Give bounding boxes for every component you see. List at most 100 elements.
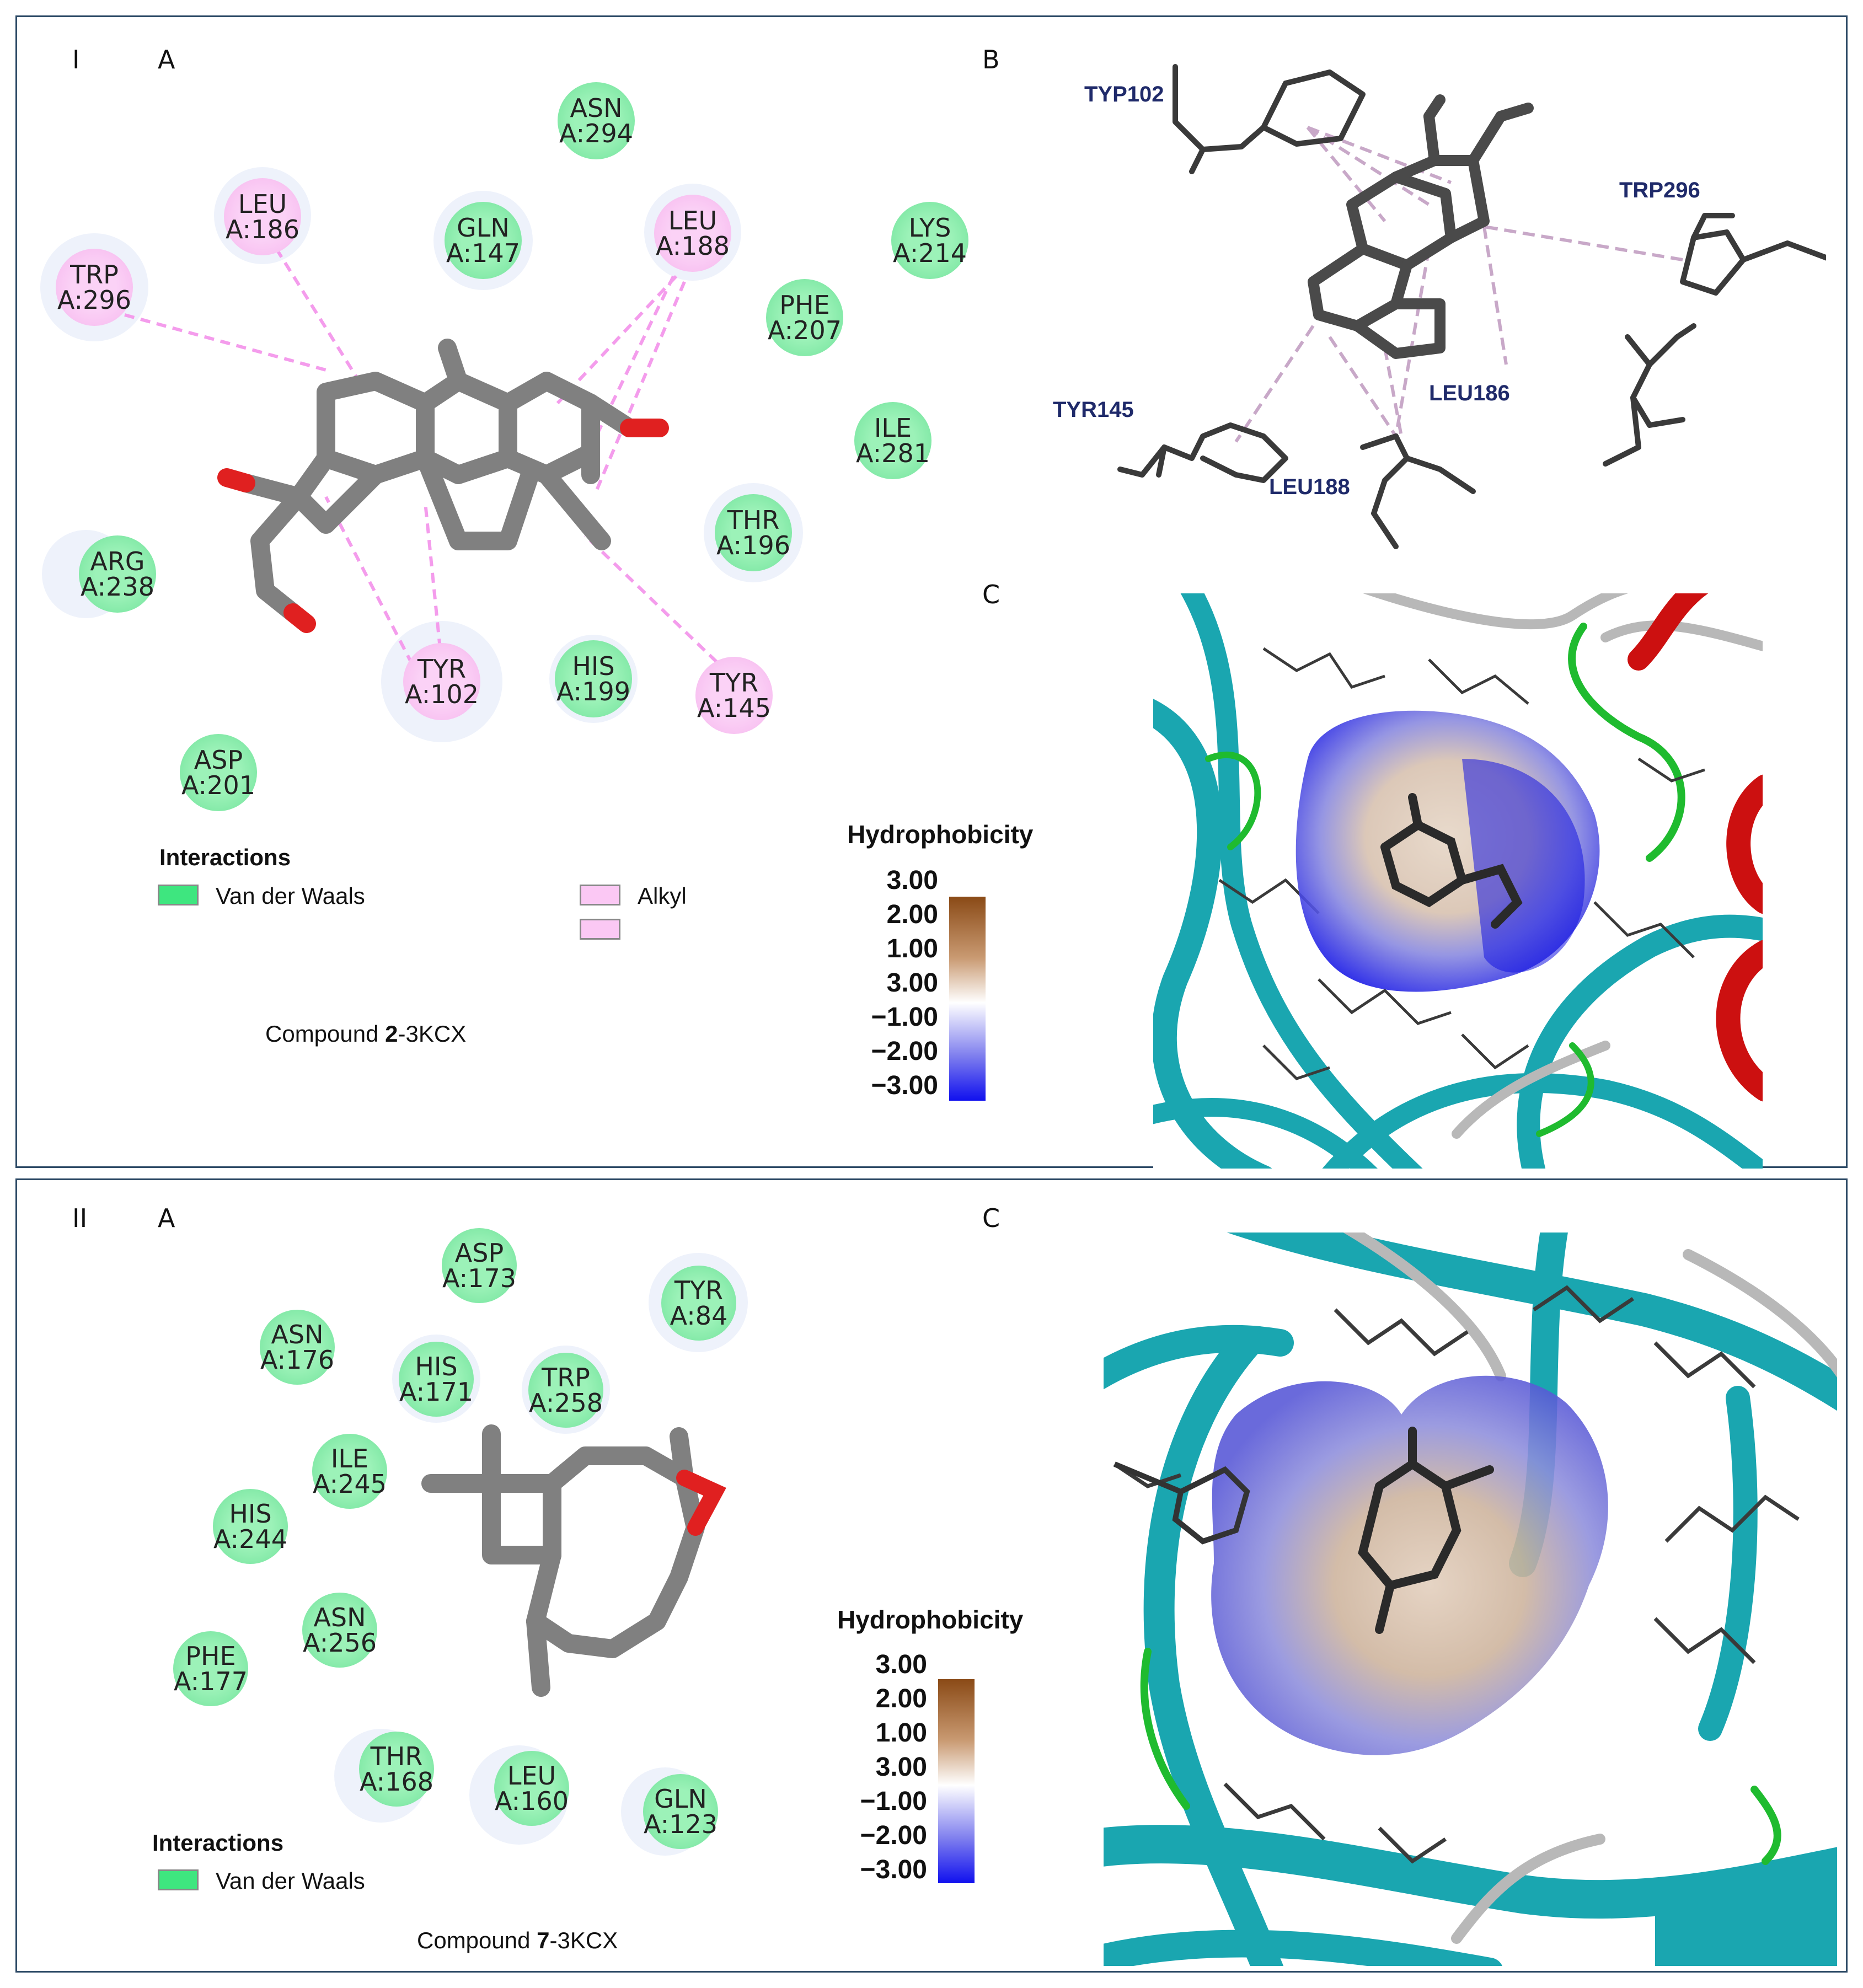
residue-name: PHE (185, 1641, 236, 1671)
residue-leu-188: LEU A:188 (654, 195, 731, 272)
residue-asp-201: ASP A:201 (180, 734, 257, 811)
residue-id: A:171 (399, 1377, 473, 1407)
legend-vdw-swatch (158, 1869, 199, 1890)
residue-leu-186: LEU A:186 (224, 178, 301, 255)
residue-ile-245: ILE A:245 (312, 1434, 387, 1509)
residue-id: A:188 (656, 231, 730, 261)
panel-II-C-letter: C (982, 1203, 1000, 1233)
residue-name: ILE (330, 1444, 369, 1473)
residue-ile-281: ILE A:281 (854, 402, 932, 479)
legend-title: Interactions (159, 844, 291, 870)
residue-gln-147: GLN A:147 (445, 202, 522, 279)
residue-name: LEU (238, 189, 287, 219)
residue-id: A:176 (260, 1345, 334, 1375)
residue-tyr-145: TYR A:145 (695, 657, 773, 734)
panel-II-A-letter: A (158, 1203, 175, 1233)
residue-id: A:160 (495, 1786, 569, 1816)
residue-name: LYS (908, 213, 951, 243)
residue-id: A:214 (893, 238, 967, 268)
residue-lys-214: LYS A:214 (891, 202, 968, 279)
residue-name: LEU (668, 206, 718, 235)
residue-trp-258: TRP A:258 (528, 1353, 603, 1428)
residue-id: A:244 (213, 1524, 287, 1554)
legend-alkyl-label: Alkyl (638, 883, 687, 909)
residue-phe-207: PHE A:207 (766, 279, 843, 356)
panel-I-C-protein-render (1153, 593, 1763, 1169)
label-leu186: LEU186 (1429, 381, 1510, 405)
residue-asn-176: ASN A:176 (260, 1310, 335, 1385)
residue-name: ASP (194, 745, 243, 775)
residue-name: ILE (874, 413, 912, 443)
residue-name: THR (727, 505, 780, 535)
hydrophobicity-ticks: 3.00 2.00 1.00 3.00 −1.00 −2.00 −3.00 (860, 1650, 927, 1884)
panel-I: I A B C (15, 15, 1848, 1169)
residue-thr-168: THR A:168 (359, 1732, 434, 1807)
panel-II-roman: II (72, 1203, 88, 1233)
legend-alkyl-swatch (580, 885, 620, 905)
legend-vdw-swatch (158, 885, 199, 905)
residue-id: A:196 (716, 531, 790, 560)
residue-tyr-84: TYR A:84 (661, 1266, 736, 1341)
legend-alkyl-swatch-2 (580, 919, 620, 940)
residue-id: A:258 (529, 1388, 603, 1418)
residue-trp-296: TRP A:296 (56, 249, 133, 326)
residue-name: ASN (313, 1603, 366, 1632)
residue-id: A:294 (559, 119, 633, 148)
hydrophobicity-colorbar (938, 1679, 975, 1883)
residue-name: ASN (271, 1320, 324, 1349)
legend-vdw-label: Van der Waals (216, 883, 365, 909)
residue-phe-177: PHE A:177 (173, 1631, 248, 1706)
residue-id: A:245 (313, 1469, 387, 1499)
residue-name: ASN (570, 93, 623, 123)
residue-name: THR (370, 1741, 423, 1771)
residue-name: ARG (90, 546, 145, 576)
residue-asn-294: ASN A:294 (558, 82, 635, 159)
label-typ102: TYP102 (1084, 82, 1164, 106)
residue-name: TYR (417, 654, 467, 684)
residue-id: A:238 (81, 572, 154, 602)
panel-I-A-letter: A (158, 45, 175, 74)
residue-id: A:84 (670, 1301, 728, 1331)
label-tyr145: TYR145 (1053, 398, 1134, 422)
residue-id: A:207 (768, 315, 842, 345)
residue-id: A:123 (644, 1809, 718, 1839)
residue-name: TYR (674, 1276, 724, 1305)
panel-I-C-letter: C (982, 580, 1000, 609)
residue-his-171: HIS A:171 (399, 1342, 474, 1417)
residue-asn-256: ASN A:256 (302, 1593, 377, 1668)
residue-name: PHE (779, 290, 830, 320)
residue-id: A:201 (181, 770, 255, 800)
residue-name: TRP (70, 260, 119, 290)
hydrophobicity-colorbar (949, 897, 986, 1101)
panel-II: II A C ASP A:173 TYR A:84 ASN A (15, 1178, 1848, 1973)
panel-I-B-letter: B (982, 45, 1000, 74)
hydrophobicity-title: Hydrophobicity (837, 1605, 1024, 1634)
label-trp296: TRP296 (1619, 178, 1700, 202)
residue-id: A:168 (360, 1767, 433, 1797)
hydrophobicity-ticks: 3.00 2.00 1.00 3.00 −1.00 −2.00 −3.00 (871, 866, 938, 1100)
residue-arg-238: ARG A:238 (79, 535, 156, 613)
residue-id: A:177 (174, 1667, 248, 1696)
residue-gln-123: GLN A:123 (643, 1774, 718, 1849)
residue-name: GLN (457, 213, 510, 243)
panel-II-C-protein-render (1104, 1233, 1837, 1966)
residue-id: A:281 (856, 438, 930, 468)
residue-id: A:256 (303, 1628, 377, 1658)
residue-id: A:145 (697, 693, 771, 723)
residue-name: LEU (507, 1761, 556, 1791)
residue-asp-173: ASP A:173 (442, 1228, 517, 1303)
residue-id: A:173 (442, 1263, 516, 1293)
caption-compound-2: Compound 2-3KCX (265, 1021, 467, 1047)
residue-id: A:199 (556, 677, 630, 706)
residue-name: HIS (229, 1499, 272, 1529)
residue-name: HIS (572, 651, 615, 681)
panel-I-roman: I (72, 45, 80, 74)
residue-name: HIS (415, 1352, 458, 1381)
residue-name: ASP (454, 1238, 504, 1268)
residue-name: GLN (654, 1784, 707, 1814)
residue-name: TRP (542, 1363, 590, 1392)
residue-leu-160: LEU A:160 (494, 1751, 569, 1826)
residue-tyr-102: TYR A:102 (403, 643, 480, 720)
label-leu188: LEU188 (1269, 475, 1350, 499)
residue-name: TYR (709, 668, 759, 698)
